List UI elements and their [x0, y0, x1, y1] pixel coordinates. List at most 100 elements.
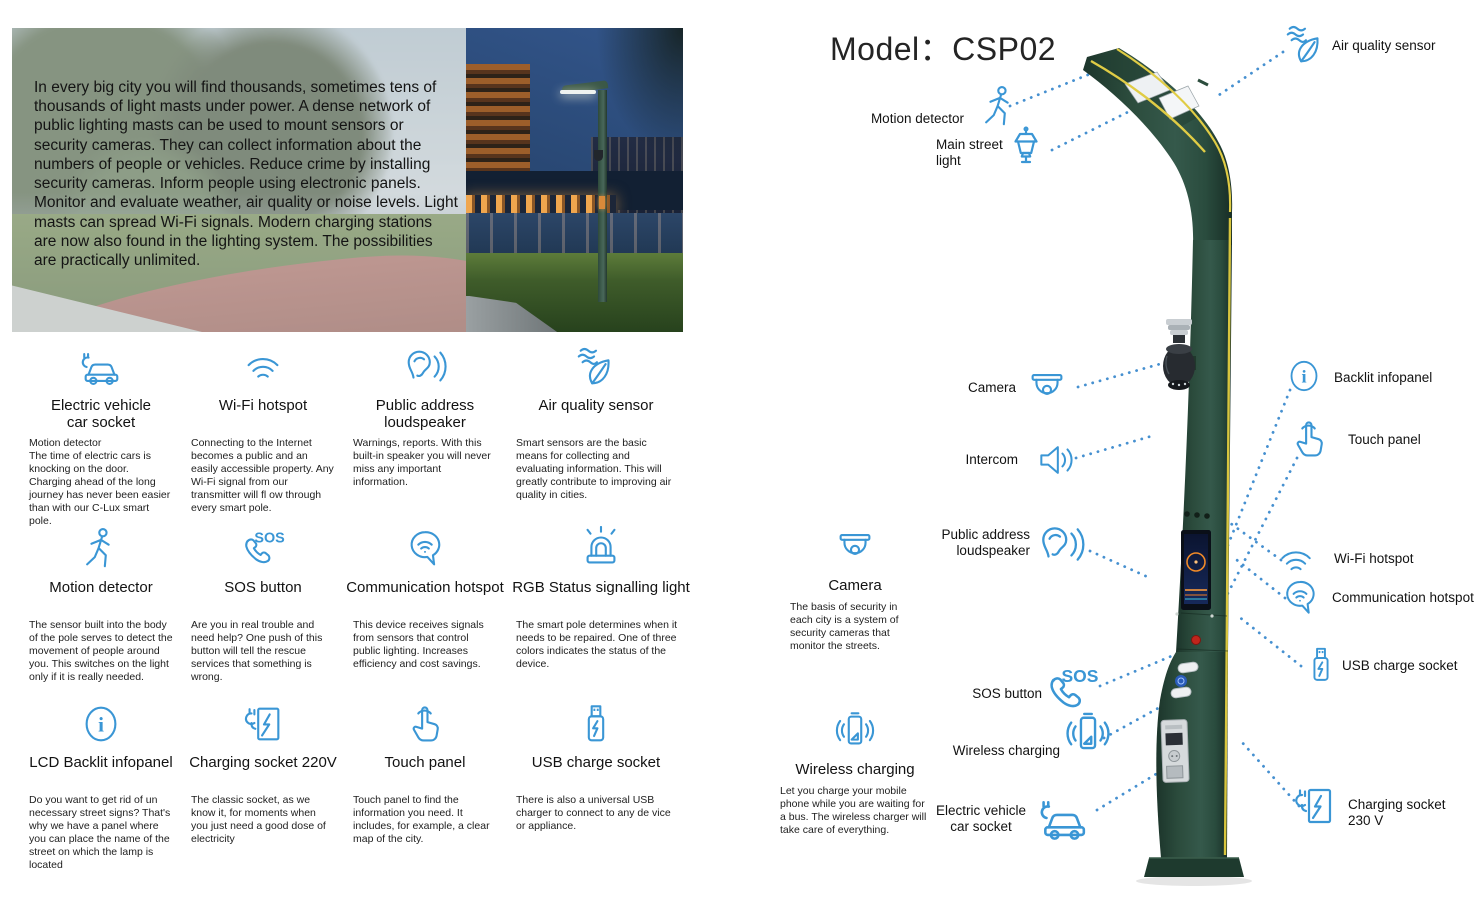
ear-speaker-icon	[342, 340, 508, 390]
callout-label: Communication hotspot	[1332, 590, 1474, 605]
feature-block: Charging socket 220V The classic socket,…	[180, 697, 346, 846]
feature-block: Public address loudspeaker Warnings, rep…	[342, 340, 508, 489]
pole-display-screen	[1181, 530, 1211, 610]
bubble-wifi-icon	[342, 522, 508, 572]
pole-sos-button	[1191, 635, 1201, 645]
leaf-air-icon	[1282, 22, 1328, 68]
info-circle-icon: i	[18, 697, 184, 747]
hero-photo-night-scene	[466, 28, 683, 332]
feature-block: RGB Status signalling light The smart po…	[505, 522, 697, 671]
usb-stick-icon	[505, 697, 687, 747]
hero-photo: In every big city you will find thousand…	[12, 28, 683, 332]
feature-description: There is also a universal USB charger to…	[516, 794, 671, 833]
feature-title: RGB Status signalling light	[512, 579, 690, 596]
beacon-icon	[505, 522, 697, 572]
diagram-feature-block: Wireless charging Let you charge your mo…	[778, 704, 932, 837]
callout-label: Camera	[967, 380, 1016, 395]
feature-title: USB charge socket	[531, 754, 661, 771]
bubble-wifi-icon	[1278, 576, 1322, 620]
photo-overlay	[12, 28, 466, 332]
callout-label: Backlit infopanel	[1334, 370, 1433, 385]
feature-block: Electric vehicle car socket Motion detec…	[18, 340, 184, 528]
ev-car-icon	[18, 340, 184, 390]
feature-title: Touch panel	[384, 754, 466, 771]
feature-title: Charging socket 220V	[189, 754, 337, 771]
photo-pole-screen	[599, 196, 605, 209]
callout-label: Charging socket 230 V	[1348, 797, 1446, 829]
feature-description: Let you charge your mobile phone while y…	[780, 785, 927, 837]
feature-block: Air quality sensor Smart sensors are the…	[505, 340, 687, 502]
callout-label: Electric vehicle car socket	[935, 803, 1027, 835]
svg-text:SOS: SOS	[254, 530, 285, 546]
callout-label: SOS button	[972, 686, 1042, 701]
intro-paragraph: In every big city you will find thousand…	[34, 79, 458, 269]
feature-title: Electric vehicle car socket	[50, 397, 152, 432]
feature-block: Wi-Fi hotspot Connecting to the Internet…	[180, 340, 346, 515]
photo-willow-branches	[593, 28, 683, 165]
touch-hand-icon	[1286, 416, 1332, 462]
dome-camera-icon	[1024, 364, 1070, 410]
feature-block: i LCD Backlit infopanel Do you want to g…	[18, 697, 184, 872]
feature-description: Warnings, reports. With this built-in sp…	[353, 437, 491, 489]
feature-title: LCD Backlit infopanel	[29, 754, 173, 771]
touch-hand-icon	[342, 697, 508, 747]
photo-pole-light	[560, 90, 596, 94]
pole-dome-camera	[1163, 319, 1196, 390]
wireless-phone-icon	[778, 704, 932, 754]
photo-pavilion	[466, 195, 616, 215]
feature-description: Motion detector The time of electric car…	[29, 437, 171, 528]
feature-description: Connecting to the Internet becomes a pub…	[191, 437, 334, 515]
walking-person-icon	[18, 522, 184, 572]
callout-label: Touch panel	[1348, 432, 1421, 447]
plug-socket-icon	[180, 697, 346, 747]
feature-description: Do you want to get rid of un necessary s…	[29, 794, 171, 872]
callout-label: Intercom	[965, 452, 1018, 467]
callout-label: Motion detector	[870, 111, 964, 126]
lantern-icon	[1002, 124, 1050, 172]
page-title: Model：CSP02	[830, 31, 1057, 67]
photo-lake	[466, 213, 683, 260]
feature-description: Smart sensors are the basic means for co…	[516, 437, 672, 502]
walking-person-icon	[977, 84, 1023, 130]
callout-label: Wi-Fi hotspot	[1334, 551, 1414, 566]
diagram-feature-block: Camera The basis of security in each cit…	[790, 520, 920, 653]
pole-charging-panel	[1160, 719, 1190, 783]
hero-photo-day-scene: In every big city you will find thousand…	[12, 28, 466, 332]
wifi-icon	[180, 340, 346, 390]
callout-label: Wireless charging	[952, 743, 1060, 758]
wireless-phone-icon	[1062, 708, 1114, 760]
feature-description: Touch panel to find the information you …	[353, 794, 490, 846]
ev-car-icon	[1036, 790, 1092, 846]
feature-description: This device receives signals from sensor…	[353, 619, 484, 671]
feature-block: Communication hotspot This device receiv…	[342, 522, 508, 671]
feature-description: The smart pole determines when it needs …	[516, 619, 678, 671]
feature-title: Wireless charging	[795, 761, 915, 778]
feature-title: Communication hotspot	[346, 579, 504, 596]
callout-label: Air quality sensor	[1332, 38, 1436, 53]
feature-block: Motion detector The sensor built into th…	[18, 522, 184, 684]
feature-title: Motion detector	[49, 579, 153, 596]
feature-description: Are you in real trouble and need help? O…	[191, 619, 323, 684]
feature-title: SOS button	[224, 579, 302, 596]
feature-description: The classic socket, as we know it, for m…	[191, 794, 326, 846]
plug-socket-icon	[1290, 782, 1338, 830]
callout-label: USB charge socket	[1342, 658, 1458, 673]
svg-text:i: i	[1301, 367, 1306, 387]
feature-description: The basis of security in each city is a …	[790, 601, 899, 653]
pole-graphic	[1083, 48, 1252, 886]
ear-speaker-icon	[1036, 520, 1086, 570]
feature-block: Touch panel Touch panel to find the info…	[342, 697, 508, 846]
feature-title: Air quality sensor	[538, 397, 654, 414]
pole-wireless-pad	[1170, 661, 1199, 699]
callout-label: Public address loudspeaker	[941, 527, 1030, 559]
feature-block: SOS SOS button Are you in real trouble a…	[180, 522, 346, 684]
sos-phone-icon: SOS	[1044, 662, 1100, 718]
intercom-speaker-icon	[1034, 438, 1078, 482]
feature-title: Public address loudspeaker	[375, 397, 475, 432]
dome-camera-icon	[790, 520, 920, 570]
callout-label: Main street light	[936, 137, 1003, 169]
info-circle-icon: i	[1284, 356, 1324, 396]
feature-block: USB charge socket There is also a univer…	[505, 697, 687, 833]
svg-text:SOS: SOS	[1062, 666, 1099, 686]
